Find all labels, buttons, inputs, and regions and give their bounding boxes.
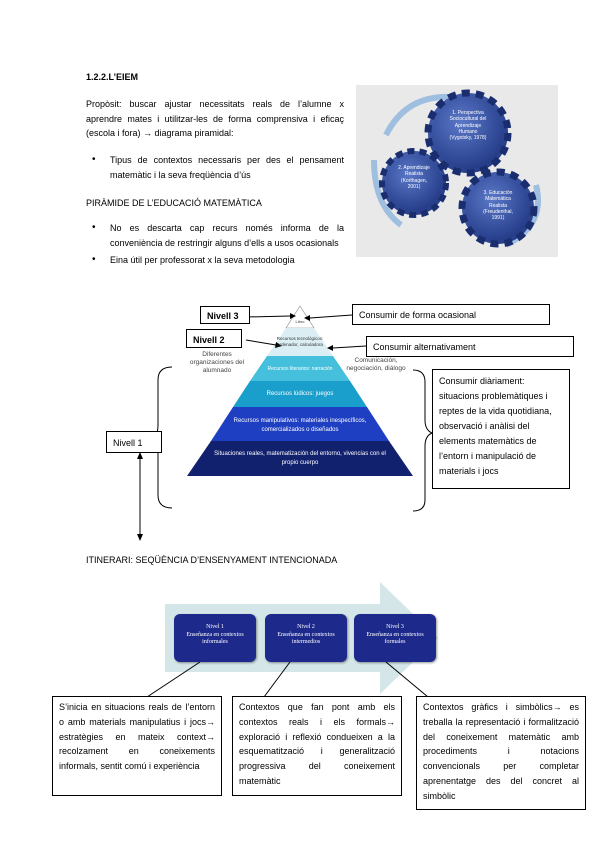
cycle-arrow (383, 93, 452, 137)
arrow-head (137, 534, 143, 541)
layer-1-text: Libro (295, 319, 305, 324)
layer-3-text: Recursos literarios: narración (267, 366, 333, 372)
arrow-line (332, 345, 367, 349)
consume-daily-box: Consumir diàriament: situacions problemà… (432, 369, 570, 489)
arrow-line (245, 315, 291, 318)
arrow-head (327, 345, 333, 351)
pyramid-title: PIRÀMIDE DE L’EDUCACIÓ MATEMÀTICA (86, 198, 262, 208)
pyramid-notes-list: No es descarta cap recurs només informa … (86, 221, 344, 268)
right-caption: Comunicación, negociación, diálogo (346, 357, 406, 372)
gears-image: 1. Perspectiva Sociocultural del Aprendi… (356, 85, 558, 257)
level-3-box: Nivell 3 (200, 306, 250, 324)
stage-nivel-1: Nivel 1 Enseñanza en contextos informale… (174, 614, 256, 662)
purpose-paragraph: Propòsit: buscar ajustar necessitats rea… (86, 99, 344, 138)
gear-3-label: 3. Educación Matemática Realista (Freude… (483, 190, 513, 222)
consume-occasional-box: Consumir de forma ocasional (352, 304, 550, 325)
layer-2-text: Recursos tecnológicos: ordenador, calcul… (276, 336, 324, 347)
pyramid-layer-5 (211, 407, 389, 441)
gears-graphic (371, 89, 541, 248)
list-item: Eina útil per professorat x la seva meto… (86, 253, 344, 268)
arrow-line (245, 339, 277, 346)
pyramid-layer-3 (250, 356, 350, 381)
section-title: 1.2.2.L’EIEM (86, 72, 139, 82)
list-item: Tipus de contextos necessaris per des el… (86, 153, 344, 182)
gear-2-label: 2. Aprendizaje Realista (Korthagen, 2001… (398, 165, 430, 190)
layer-6-text: Situaciones reales, matematización del e… (214, 451, 386, 466)
stage-nivel-3: Nivel 3 Enseñanza en contextos formales (354, 614, 436, 662)
arrow-head (304, 315, 310, 321)
cycle-arrow (371, 159, 403, 228)
level-2-box: Nivell 2 (186, 329, 242, 348)
itinerary-title: ITINERARI: SEQÜÈNCIA D’ENSENYAMENT INTEN… (86, 555, 338, 565)
stage-3-description: Contextos gràfics i simbòlics→ es trebal… (416, 696, 586, 810)
connector-line (385, 661, 429, 698)
cycle-arrow (504, 184, 541, 248)
pyramid-layer-4 (233, 381, 367, 407)
gear-3 (458, 168, 538, 248)
connector-line (263, 661, 291, 698)
layer-5-text: Recursos manipulativos: materiales inesp… (233, 418, 367, 433)
arrow-line (309, 314, 353, 319)
gear-1 (424, 89, 512, 177)
gear-2 (379, 148, 449, 218)
consume-alternative-box: Consumir alternativament (366, 336, 574, 357)
level-1-box: Nivell 1 (106, 431, 162, 453)
left-caption: Diferentes organizaciones del alumnado (189, 351, 245, 374)
layer-4-text: Recursos lúdicos: juegos (266, 391, 334, 397)
gear-1-label: 1. Perspectiva Sociocultural del Aprendi… (449, 110, 487, 142)
pyramid-layer-2 (267, 328, 333, 356)
arrow-head (137, 452, 143, 459)
arrow-head (275, 342, 282, 348)
connector-line (146, 661, 201, 698)
pyramid-layer-6 (187, 441, 413, 476)
arrow-head (290, 313, 296, 319)
stage-2-description: Contextos que fan pont amb els contextos… (232, 696, 402, 796)
list-item: No es descarta cap recurs només informa … (86, 221, 344, 250)
stage-1-description: S’inicia en situacions reals de l’entorn… (52, 696, 222, 796)
context-types-list: Tipus de contextos necessaris per des el… (86, 153, 344, 182)
stage-nivel-2: Nivel 2 Enseñanza en contextos intermedi… (265, 614, 347, 662)
